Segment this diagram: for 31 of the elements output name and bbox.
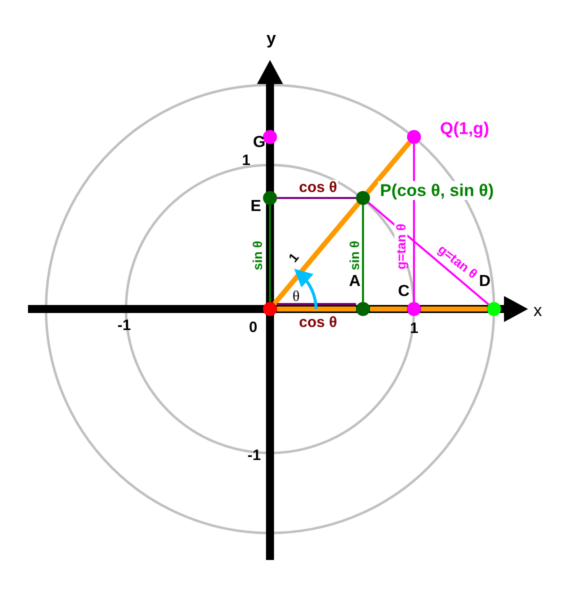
point-label: Q(1,g)	[438, 118, 492, 138]
angle-label: θ	[292, 290, 300, 304]
line-segment	[269, 205, 271, 302]
line-segment	[413, 144, 415, 302]
point-label: D	[479, 274, 491, 290]
tick-label: 0	[249, 320, 258, 334]
line-segment	[368, 202, 490, 306]
line-segment	[277, 197, 356, 199]
axis-label: x	[534, 302, 542, 318]
line-segment	[362, 205, 364, 302]
point-label: A	[349, 274, 361, 290]
tick-label: 1	[410, 320, 418, 336]
edge-label: cos θ	[298, 180, 338, 194]
point-label: P(cos θ, sin θ)	[378, 180, 496, 200]
line-segment	[421, 306, 487, 312]
tick-label: 1	[242, 152, 250, 168]
line-segment	[277, 306, 356, 312]
point-label: C	[398, 284, 410, 300]
tick-label: -1	[248, 448, 261, 462]
line-segment	[277, 303, 356, 305]
line-segment	[272, 202, 360, 306]
edge-label: g=tan θ	[394, 222, 408, 270]
edge-label: cos θ	[298, 314, 338, 330]
tick-label: -1	[118, 318, 131, 332]
point-label: G	[253, 135, 266, 151]
line-segment	[370, 306, 407, 312]
edge-label: sin θ	[348, 239, 361, 271]
line-segment	[366, 140, 412, 194]
point-label: E	[250, 199, 262, 215]
edge-label: sin θ	[250, 239, 264, 271]
axis-label: y	[266, 30, 276, 46]
